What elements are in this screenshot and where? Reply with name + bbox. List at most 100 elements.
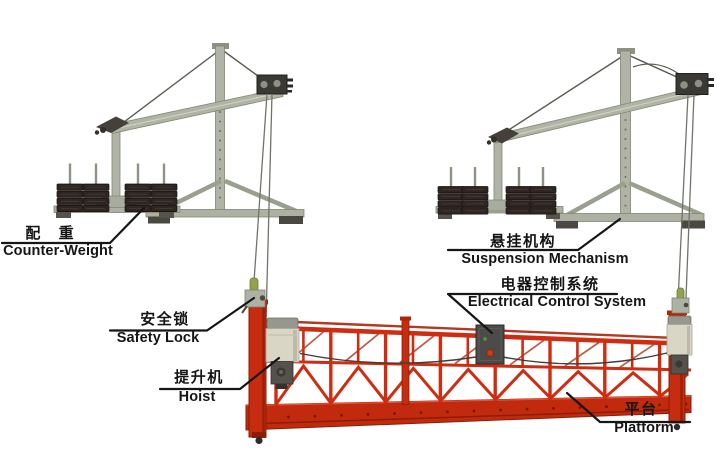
leader-hoist <box>158 356 281 391</box>
rivet <box>631 404 635 408</box>
pulley <box>680 81 688 89</box>
base-brace <box>566 181 627 217</box>
control-box-panel <box>478 328 502 361</box>
pulley <box>260 80 268 89</box>
label-platform-zh: 平台 <box>624 401 658 418</box>
mast-pin-hole <box>624 204 627 207</box>
truss-diagonals <box>274 363 689 406</box>
top-guardrail <box>251 324 692 347</box>
right-suspension-rig <box>435 48 714 229</box>
indicator-light <box>483 337 487 341</box>
rivet <box>340 413 343 417</box>
beam-highlight <box>113 91 282 130</box>
base-foot <box>556 221 578 229</box>
far-truss-diagonal <box>509 339 545 366</box>
power-cable <box>299 352 477 364</box>
center-post-cap <box>400 316 411 321</box>
mast-pin-hole <box>219 187 221 189</box>
tray-foot <box>546 213 560 219</box>
clamp-roller <box>486 140 492 145</box>
wire-ropes <box>252 93 695 324</box>
tension-wire <box>220 48 263 80</box>
left-suspension-rig <box>53 43 305 224</box>
mast-pin-hole <box>624 147 627 150</box>
rivet <box>658 403 661 407</box>
bottom-truss <box>260 363 689 420</box>
right-hoist-cap <box>667 315 692 326</box>
safety-rope <box>677 94 689 302</box>
lock-roller <box>683 302 689 308</box>
leader-counter-weight <box>0 206 146 245</box>
rivet <box>313 414 317 418</box>
lock-roller <box>259 295 266 301</box>
rivet <box>419 411 423 415</box>
label-counter-weight-en: Counter-Weight <box>3 243 113 259</box>
mast-pin-hole <box>624 166 627 169</box>
mid-rail <box>251 359 692 372</box>
mast-pin-hole <box>624 138 627 140</box>
label-safety-lock-zh: 安全锁 <box>140 311 190 328</box>
label-electrical-control-system-en: Electrical Control System <box>467 294 647 310</box>
rivet <box>499 408 502 412</box>
rivet <box>578 406 582 409</box>
hoist-hub <box>279 370 283 374</box>
rivet <box>287 415 290 419</box>
block-pin <box>708 84 714 87</box>
rivet <box>525 407 529 411</box>
caster-wheel <box>673 423 681 431</box>
mast-pin-hole <box>219 168 221 170</box>
label-hoist-zh: 提升机 <box>174 369 224 386</box>
mast <box>620 50 631 220</box>
hoist-rope <box>265 93 273 322</box>
label-suspension-mechanism-en: Suspension Mechanism <box>461 251 629 267</box>
mast-pin-hole <box>219 158 221 161</box>
far-truss <box>289 330 655 368</box>
center-post <box>401 318 410 405</box>
far-truss-diagonal <box>344 332 380 363</box>
label-safety-lock-en: Safety Lock <box>116 330 200 346</box>
base-foot <box>681 220 705 229</box>
mast-pin-hole <box>219 177 221 180</box>
leader-lines <box>0 206 692 424</box>
hoist-hub <box>675 360 683 368</box>
counterweight-stacks <box>437 167 557 215</box>
label-suspension-mechanism-zh: 悬挂机构 <box>489 233 556 250</box>
mast-pin-hole <box>624 195 627 197</box>
label-platform-en: Platform <box>614 420 674 436</box>
left-hoist-cap <box>266 317 299 330</box>
label-hoist-en: Hoist <box>178 389 216 405</box>
toe-board-shadow <box>247 408 690 425</box>
pulley <box>694 79 703 88</box>
mast-pin-hole <box>624 185 627 188</box>
mast-pin-hole <box>219 130 221 132</box>
leader-suspension-mechanism <box>446 217 622 252</box>
rivet <box>552 406 555 410</box>
block-pin <box>287 78 293 82</box>
block-pin <box>287 84 293 88</box>
pulley <box>273 79 281 88</box>
rivet <box>605 405 608 408</box>
mast-pin-hole <box>219 139 221 142</box>
base-foot <box>279 216 303 224</box>
beam-highlight <box>497 89 700 140</box>
mast-pin-hole <box>219 196 221 199</box>
rivet <box>393 412 396 415</box>
lock-arm <box>241 305 248 314</box>
right-safety-lock <box>671 297 690 314</box>
power-cable <box>502 352 668 365</box>
mast-pin-holes <box>624 119 627 207</box>
control-button <box>486 349 494 357</box>
base-beam <box>145 209 305 218</box>
far-guardrail <box>259 319 677 340</box>
tray-foot <box>159 212 174 218</box>
hoist-foot <box>275 384 288 389</box>
mast-pin-hole <box>624 119 627 121</box>
leader-electrical-control-system <box>446 292 619 335</box>
mast-pin-hole <box>219 111 221 113</box>
far-truss-diagonal <box>619 343 655 368</box>
mast-pin-hole <box>624 176 627 178</box>
base-foot <box>148 216 170 224</box>
tension-wire <box>119 48 222 126</box>
counterweight-stacks <box>56 163 178 212</box>
